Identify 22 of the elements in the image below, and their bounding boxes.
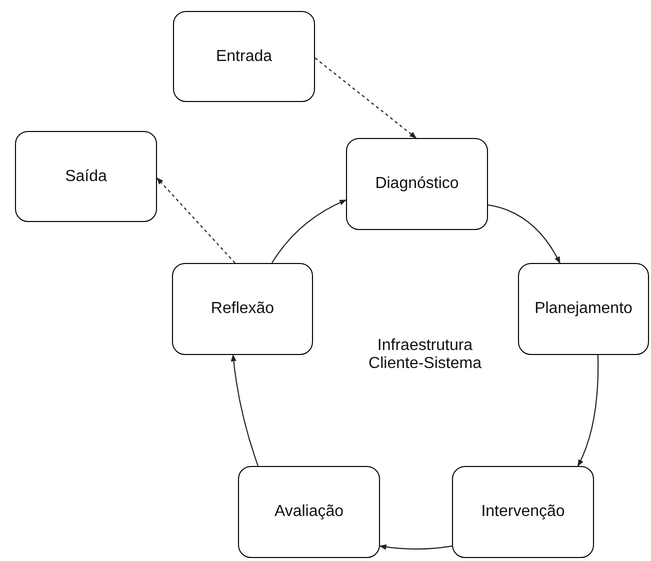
arrow bbox=[230, 354, 259, 466]
arrow bbox=[488, 204, 560, 264]
node-label: Entrada bbox=[216, 48, 272, 66]
node-label: Reflexão bbox=[210, 300, 274, 318]
process-box bbox=[238, 466, 380, 558]
process-box bbox=[173, 11, 315, 102]
process-box bbox=[346, 138, 488, 230]
arrow bbox=[156, 177, 236, 264]
arrow bbox=[314, 58, 417, 138]
process-box bbox=[172, 263, 313, 355]
node-label: Planejamento bbox=[534, 300, 632, 318]
node-label: Avaliação bbox=[274, 503, 344, 521]
node-label: Intervenção bbox=[481, 503, 565, 521]
center-label: Infraestrutura Cliente-Sistema bbox=[368, 337, 482, 373]
node-label: Diagnóstico bbox=[375, 175, 459, 193]
process-box bbox=[15, 131, 157, 222]
node-label: Saída bbox=[65, 168, 107, 186]
arrow bbox=[577, 355, 599, 467]
arrow bbox=[379, 544, 452, 550]
arrow bbox=[272, 200, 347, 264]
process-box bbox=[518, 263, 649, 355]
process-box bbox=[452, 466, 594, 558]
